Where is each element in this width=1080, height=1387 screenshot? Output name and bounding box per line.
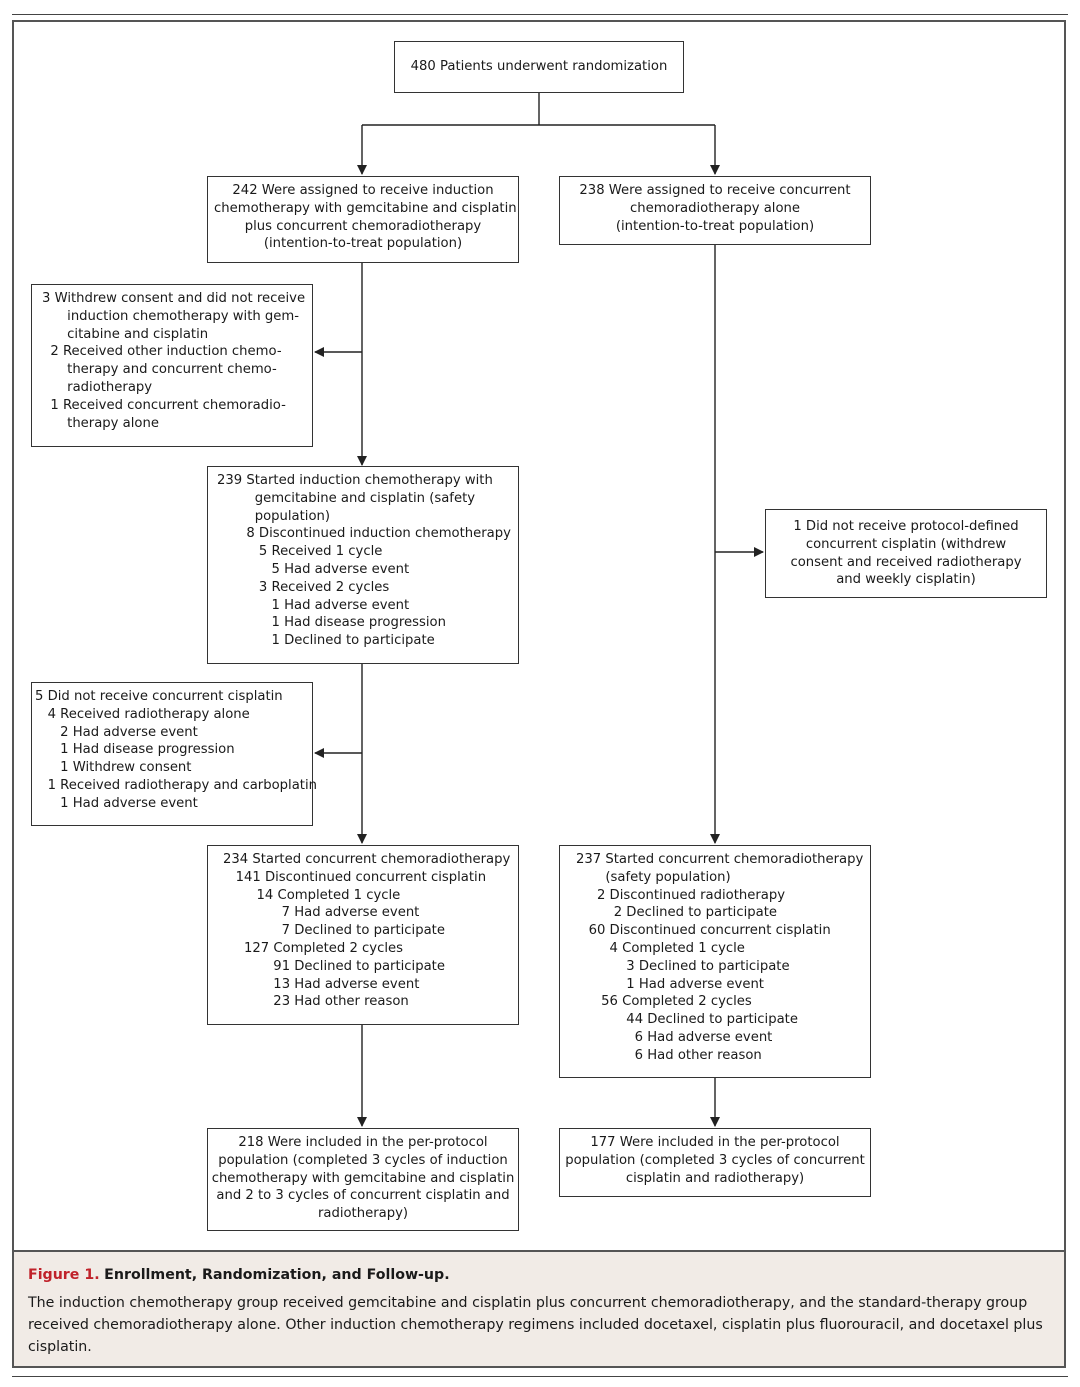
bottom-rule [12,1376,1068,1377]
figure-label: Figure 1. [28,1267,100,1283]
box-line: (intention-to-treat population) [263,236,463,252]
box-line: gemcitabine and cisplatin (safety [217,490,476,506]
box-line: 7 Declined to participate [223,923,445,939]
box-line: induction chemotherapy with gem- [42,308,300,324]
box-line: population) [217,508,331,524]
figure-caption: Figure 1. Enrollment, Randomization, and… [14,1250,1064,1366]
box-line: 141 Discontinued concurrent cisplatin [223,869,487,885]
concurrent-excluded-box: 1 Did not receive protocol-defined concur… [765,509,1047,598]
box-line: 2 Received other induction chemo- [42,344,282,360]
box-line: cisplatin and radiotherapy) [625,1170,805,1186]
box-line: 3 Received 2 cycles [217,579,390,595]
induction-started-box: 239 Started induction chemotherapy with … [207,466,519,664]
box-line: 1 Declined to participate [217,633,435,649]
box-line: radiotherapy [42,379,153,395]
box-line: and weekly cisplatin) [836,572,976,588]
box-line: 218 Were included in the per-protocol [238,1135,488,1150]
box-line: 1 Received radiotherapy and carboplatin [35,777,317,793]
caption-text: The induction chemotherapy group receive… [28,1295,1043,1355]
box-line: 1 Withdrew consent [35,760,192,776]
box-line: (safety population) [576,869,731,885]
box-line: radiotherapy) [317,1206,409,1222]
induction-excluded-box: 3 Withdrew consent and did not receive i… [31,284,313,447]
no-cisplatin-box: 5 Did not receive concurrent cisplatin 4… [31,682,317,826]
box-line: 1 Had adverse event [217,597,410,613]
box-line: and 2 to 3 cycles of concurrent cisplati… [216,1188,510,1204]
box-line: 2 Discontinued radiotherapy [576,887,786,903]
box-line: 127 Completed 2 cycles [223,940,403,956]
box-line: 14 Completed 1 cycle [223,887,401,903]
box-line: 239 Started induction chemotherapy with [217,473,493,488]
box-line: 234 Started concurrent chemoradiotherapy [223,852,511,867]
box-line: 23 Had other reason [223,994,409,1010]
box-line: chemotherapy with gemcitabine and cispla… [211,1170,515,1186]
box-line: 44 Declined to participate [576,1012,798,1028]
box-line: therapy and concurrent chemo- [42,362,277,378]
randomization-box: 480 Patients underwent randomization [394,41,684,93]
top-rule [12,14,1068,15]
box-line: 1 Had disease progression [35,742,235,758]
box-line: 2 Declined to participate [576,905,777,921]
box-line: 242 Were assigned to receive induction [232,183,494,198]
box-line: chemoradiotherapy alone [629,200,801,216]
box-line: population (completed 3 cycles of induct… [218,1152,508,1168]
induction-assigned-box: 242 Were assigned to receive induction ch… [207,176,519,263]
box-line: 480 Patients underwent randomization [410,59,668,74]
box-line: 3 Withdrew consent and did not receive [42,291,306,306]
box-line: 5 Had adverse event [217,561,410,577]
box-line: 1 Had adverse event [576,976,764,992]
box-line: 4 Received radiotherapy alone [35,706,250,722]
box-line: 1 Received concurrent chemoradio- [42,397,286,413]
concurrent-assigned-box: 238 Were assigned to receive concurrent c… [559,176,871,245]
standard-crt-box: 237 Started concurrent chemoradiotherapy… [559,845,871,1078]
box-line: 91 Declined to participate [223,958,445,974]
standard-per-protocol-box: 177 Were included in the per-protocol pop… [559,1128,871,1197]
box-line: concurrent cisplatin (withdrew [805,536,1007,552]
box-line: 13 Had adverse event [223,976,420,992]
box-line: 6 Had adverse event [576,1029,773,1045]
box-line: plus concurrent chemoradiotherapy [244,218,482,234]
box-line: 1 Had disease progression [217,615,446,631]
box-line: 60 Discontinued concurrent cisplatin [576,923,831,939]
box-line: consent and received radiotherapy [790,554,1022,570]
box-line: (intention-to-treat population) [615,218,815,234]
box-line: 177 Were included in the per-protocol [590,1135,840,1150]
box-line: 3 Declined to participate [576,958,790,974]
caption-heading: Figure 1. Enrollment, Randomization, and… [28,1264,1050,1286]
induction-crt-box: 234 Started concurrent chemoradiotherapy… [207,845,519,1025]
box-line: 6 Had other reason [576,1047,762,1063]
box-line: 238 Were assigned to receive concurrent [579,183,851,198]
box-line: 7 Had adverse event [223,905,420,921]
box-line: chemotherapy with gemcitabine and cispla… [214,200,517,216]
box-line: 4 Completed 1 cycle [576,940,745,956]
figure-title: Enrollment, Randomization, and Follow-up… [104,1267,450,1283]
box-line: 56 Completed 2 cycles [576,994,752,1010]
box-line: citabine and cisplatin [42,326,209,342]
box-line: 5 Received 1 cycle [217,544,383,560]
box-line: population (completed 3 cycles of concur… [565,1152,865,1168]
box-line: 5 Did not receive concurrent cisplatin [35,689,283,704]
box-line: 1 Did not receive protocol-defined [793,519,1019,534]
box-line: 237 Started concurrent chemoradiotherapy [576,852,864,867]
box-line: 2 Had adverse event [35,724,198,740]
box-line: therapy alone [42,415,159,431]
box-line: 8 Discontinued induction chemotherapy [217,526,511,542]
box-line: 1 Had adverse event [35,795,198,811]
induction-per-protocol-box: 218 Were included in the per-protocol pop… [207,1128,519,1231]
